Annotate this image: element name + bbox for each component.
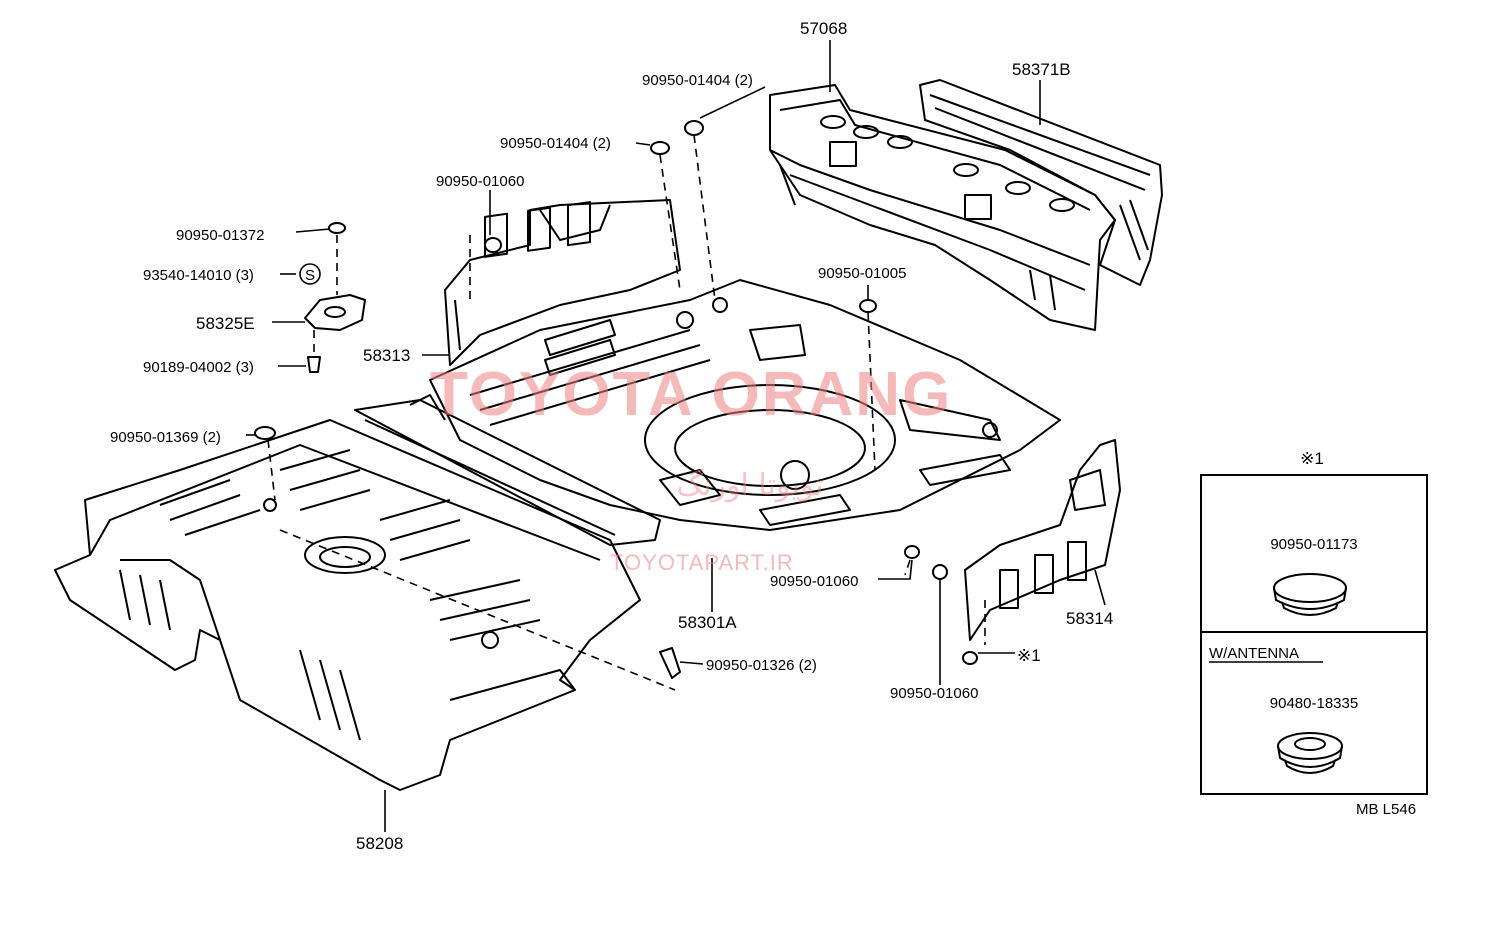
panel-58371B-drawing: [919, 79, 1163, 286]
panel-58314-drawing: [964, 439, 1121, 641]
label-58314: 58314: [1066, 609, 1113, 628]
label-93540-14010: 93540-14010 (3): [143, 267, 254, 284]
label-90950-01005: 90950-01005: [818, 265, 906, 282]
front-floor-58208-drawing: [54, 419, 641, 791]
s-symbol-circle: [299, 263, 321, 285]
label-58208: 58208: [356, 834, 403, 853]
small-parts-drawing: [254, 120, 978, 679]
inset-title: ※1: [1300, 449, 1324, 468]
label-58301A: 58301A: [678, 613, 737, 632]
inset-part-bottom: 90480-18335: [1270, 695, 1358, 712]
label-58371B: 58371B: [1012, 60, 1071, 79]
panel-58313-drawing: [444, 199, 681, 366]
label-90950-01060-bot: 90950-01060: [890, 685, 978, 702]
grommet-bottom-drawing: [1277, 732, 1343, 774]
label-90950-01060-mid: 90950-01060: [770, 573, 858, 590]
label-58313: 58313: [363, 346, 410, 365]
label-90189-04002: 90189-04002 (3): [143, 359, 254, 376]
watermark-site: TOYOTAPART.IR: [610, 550, 794, 575]
label-57068: 57068: [800, 19, 847, 38]
part-labels: 57068 58371B 90950-01404 (2) 90950-01404…: [110, 19, 1113, 853]
inset-part-top: 90950-01173: [1270, 536, 1357, 553]
s-symbol: S: [305, 267, 315, 284]
label-90950-01326: 90950-01326 (2): [706, 657, 817, 674]
label-58325E: 58325E: [196, 314, 255, 333]
grommet-top-drawing: [1273, 573, 1347, 616]
label-note-ref: ※1: [1017, 646, 1041, 665]
rear-floor-58301A-drawing: [429, 279, 1061, 531]
watermark-brand: TOYOTA ORANG: [430, 360, 952, 429]
reference-lines: [267, 134, 986, 691]
watermark: TOYOTA ORANG تویوتا اورنگ TOYOTAPART.IR: [430, 360, 952, 575]
label-90950-01404-b: 90950-01404 (2): [500, 135, 611, 152]
inset-box: ※1 90950-01173 W/ANTENNA 90480-18335: [1200, 449, 1428, 795]
diagram-code: MB L546: [1356, 801, 1416, 818]
label-90950-01404-a: 90950-01404 (2): [642, 72, 753, 89]
watermark-script: تویوتا اورنگ: [676, 468, 823, 503]
label-90950-01060-top: 90950-01060: [436, 173, 524, 190]
label-90950-01372: 90950-01372: [176, 227, 264, 244]
rear-panel-57068-drawing: [769, 84, 1116, 331]
label-90950-01369: 90950-01369 (2): [110, 429, 221, 446]
leader-lines: [246, 40, 1106, 832]
inset-section-label: W/ANTENNA: [1209, 645, 1299, 662]
